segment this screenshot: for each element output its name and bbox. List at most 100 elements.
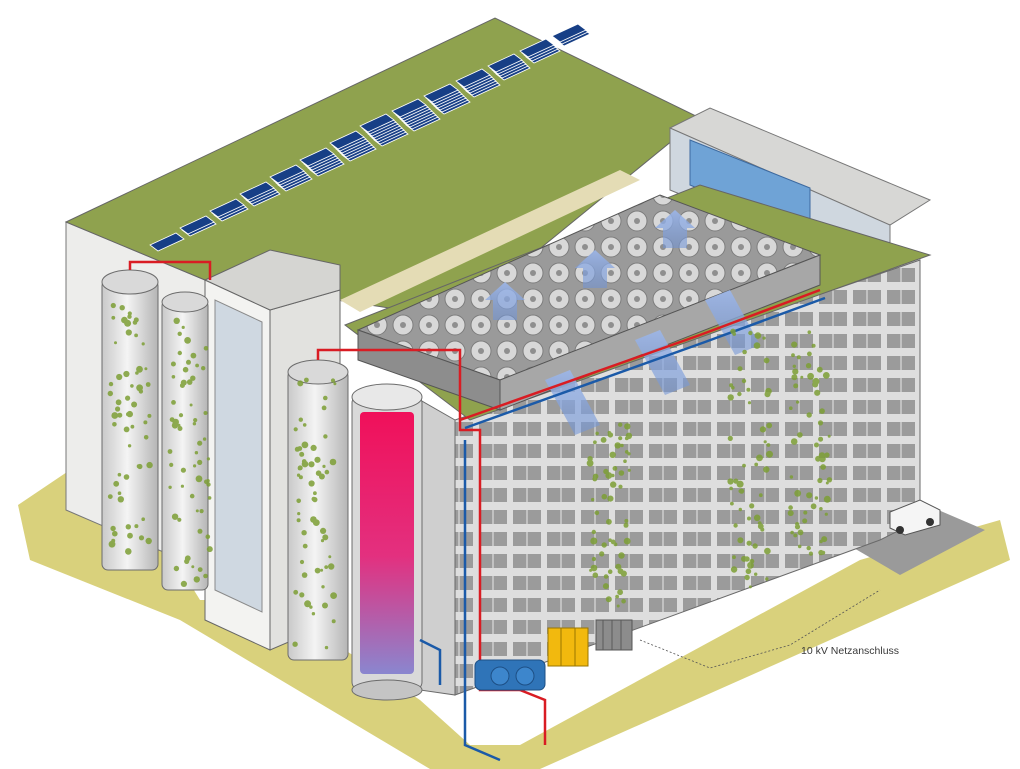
ivy-leaf [738,507,742,512]
ivy-leaf [147,413,152,418]
ivy-leaf [203,346,209,351]
ivy-leaf [752,543,758,549]
ivy-leaf [315,470,322,477]
ivy-leaf [296,498,302,504]
ivy-leaf [117,472,122,477]
ivy-leaf [731,385,735,390]
ivy-leaf [112,422,117,427]
ivy-leaf [765,577,769,581]
ivy-leaf [600,437,607,443]
ivy-leaf [186,379,193,385]
ivy-leaf [759,426,767,433]
ivy-leaf [603,574,609,579]
ivy-leaf [189,493,195,499]
ivy-leaf [193,576,200,583]
ivy-leaf [320,539,325,543]
ivy-leaf [205,534,211,539]
ivy-leaf [797,544,802,549]
ivy-leaf [177,426,183,431]
ivy-leaf [610,481,617,488]
ivy-leaf [206,479,210,483]
ivy-leaf [754,462,759,467]
ivy-leaf [821,536,828,543]
ivy-leaf [790,530,794,535]
ivy-leaf [119,305,125,311]
ivy-leaf [297,511,301,516]
ivy-leaf [324,565,329,569]
ivy-leaf [130,384,134,388]
ivy-leaf [741,555,747,562]
airflow-arrow [485,282,525,320]
ivy-leaf [321,585,325,589]
green-roof [64,17,701,319]
ivy-leaf [177,517,182,522]
solar-panel [551,23,587,43]
ivy-leaf [298,475,303,480]
ivy-leaf [192,422,197,426]
ivy-leaf [753,514,761,522]
ivy-leaf [143,435,149,440]
ivy-leaf [601,542,607,548]
ivy-leaf [130,424,135,429]
storage-silo [161,291,209,591]
ivy-leaf [184,337,192,344]
solar-panel [209,198,245,218]
ivy-leaf [727,435,733,441]
ivy-leaf [186,359,191,365]
solar-panel [269,164,305,184]
ivy-leaf [131,401,138,408]
ivy-leaf [609,451,616,458]
solar-panel [455,68,491,88]
ivy-leaf [125,524,131,530]
ivy-leaf [194,451,199,455]
ivy-leaf [797,432,803,438]
airflow-arrow [575,250,615,288]
ivy-leaf [113,480,120,487]
ivy-leaf [199,509,204,514]
ivy-leaf [179,383,185,388]
ivy-leaf [189,403,193,407]
ivy-leaf [136,384,144,392]
ivy-leaf [764,391,771,398]
solar-panel [359,113,395,133]
solar-panel [239,181,275,201]
ivy-leaf [746,387,751,392]
transformer-units [595,619,633,651]
ivy-leaf [324,469,330,475]
ivy-leaf [747,401,752,405]
storage-silo [287,359,349,661]
solar-panel [423,83,459,103]
airflow-arrow [655,210,695,248]
ivy-leaf [817,420,824,426]
ivy-leaf [791,374,798,381]
ivy-leaf [206,457,210,461]
ivy-leaf [311,496,317,502]
ivy-leaf [167,449,173,454]
ivy-leaf [607,569,613,574]
ivy-leaf [304,377,309,383]
ivy-leaf [301,572,308,578]
ivy-leaf [605,472,613,479]
ivy-leaf [144,367,148,371]
ivy-leaf [827,434,831,438]
ivy-leaf [792,364,796,368]
ivy-leaf [807,372,814,380]
ivy-leaf [191,565,195,569]
ivy-leaf [744,574,750,581]
ivy-leaf [323,434,328,439]
ivy-leaf [757,521,762,525]
ivy-leaf [123,474,130,480]
solar-panel [391,98,427,118]
ivy-leaf [745,568,752,575]
ivy-leaf [328,563,335,570]
grid-connection-leader-line [639,589,881,669]
ivy-leaf [618,552,625,559]
ivy-leaf [615,563,622,570]
ivy-leaf [331,619,336,624]
ivy-leaf [749,558,755,564]
ivy-leaf [605,596,612,603]
ivy-leaf [308,461,315,468]
ivy-leaf [201,366,206,371]
ivy-leaf [763,440,767,444]
ivy-leaf [322,464,326,468]
